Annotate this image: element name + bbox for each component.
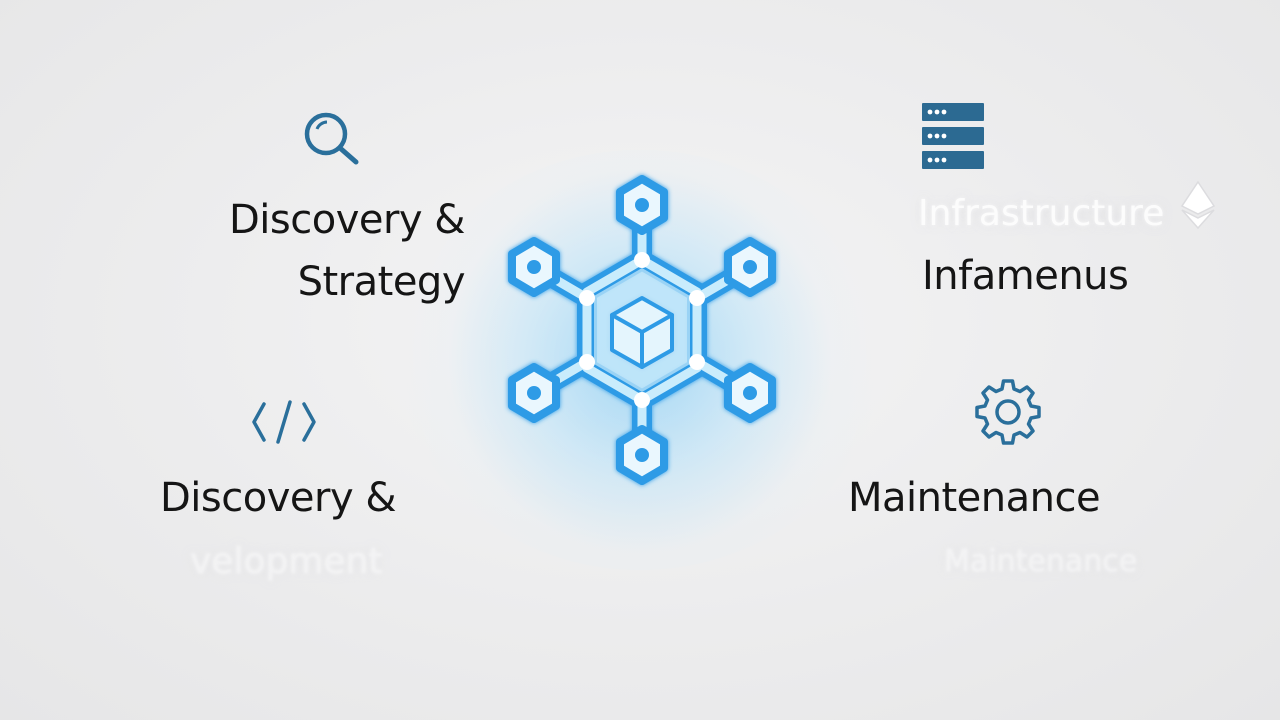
magnifier-search-icon <box>300 108 364 168</box>
discovery-strategy-line2: Strategy <box>297 259 466 305</box>
server-rack-icon <box>922 103 986 173</box>
hexagonal-network-cube-icon <box>508 175 776 485</box>
infrastructure-ghost-label: Infrastructure <box>918 193 1165 234</box>
development-label-line1: Discovery & <box>160 475 397 521</box>
discovery-strategy-line1: Discovery & <box>228 197 466 243</box>
infrastructure-label: Infamenus <box>922 253 1129 299</box>
center-network-hub <box>492 160 792 500</box>
code-brackets-icon <box>250 398 318 446</box>
development-ghost-label: velopment <box>190 541 383 582</box>
gear-icon <box>974 378 1042 446</box>
maintenance-ghost-label: Maintenance <box>944 544 1138 579</box>
maintenance-label: Maintenance <box>848 475 1101 521</box>
ethereum-diamond-icon <box>1180 180 1216 230</box>
